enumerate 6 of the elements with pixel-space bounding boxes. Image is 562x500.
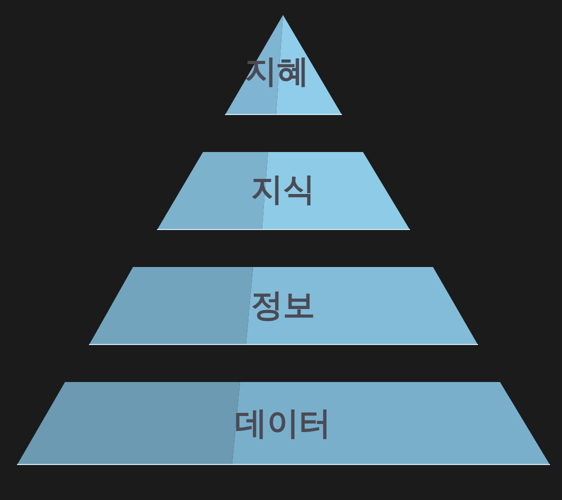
tier-label: 데이터 [235, 403, 331, 444]
tier-label: 지식 [251, 169, 315, 210]
tier-label: 정보 [251, 285, 315, 326]
pyramid-tier [17, 382, 550, 465]
pyramid-tier [157, 152, 410, 230]
pyramid-tier [89, 267, 478, 345]
